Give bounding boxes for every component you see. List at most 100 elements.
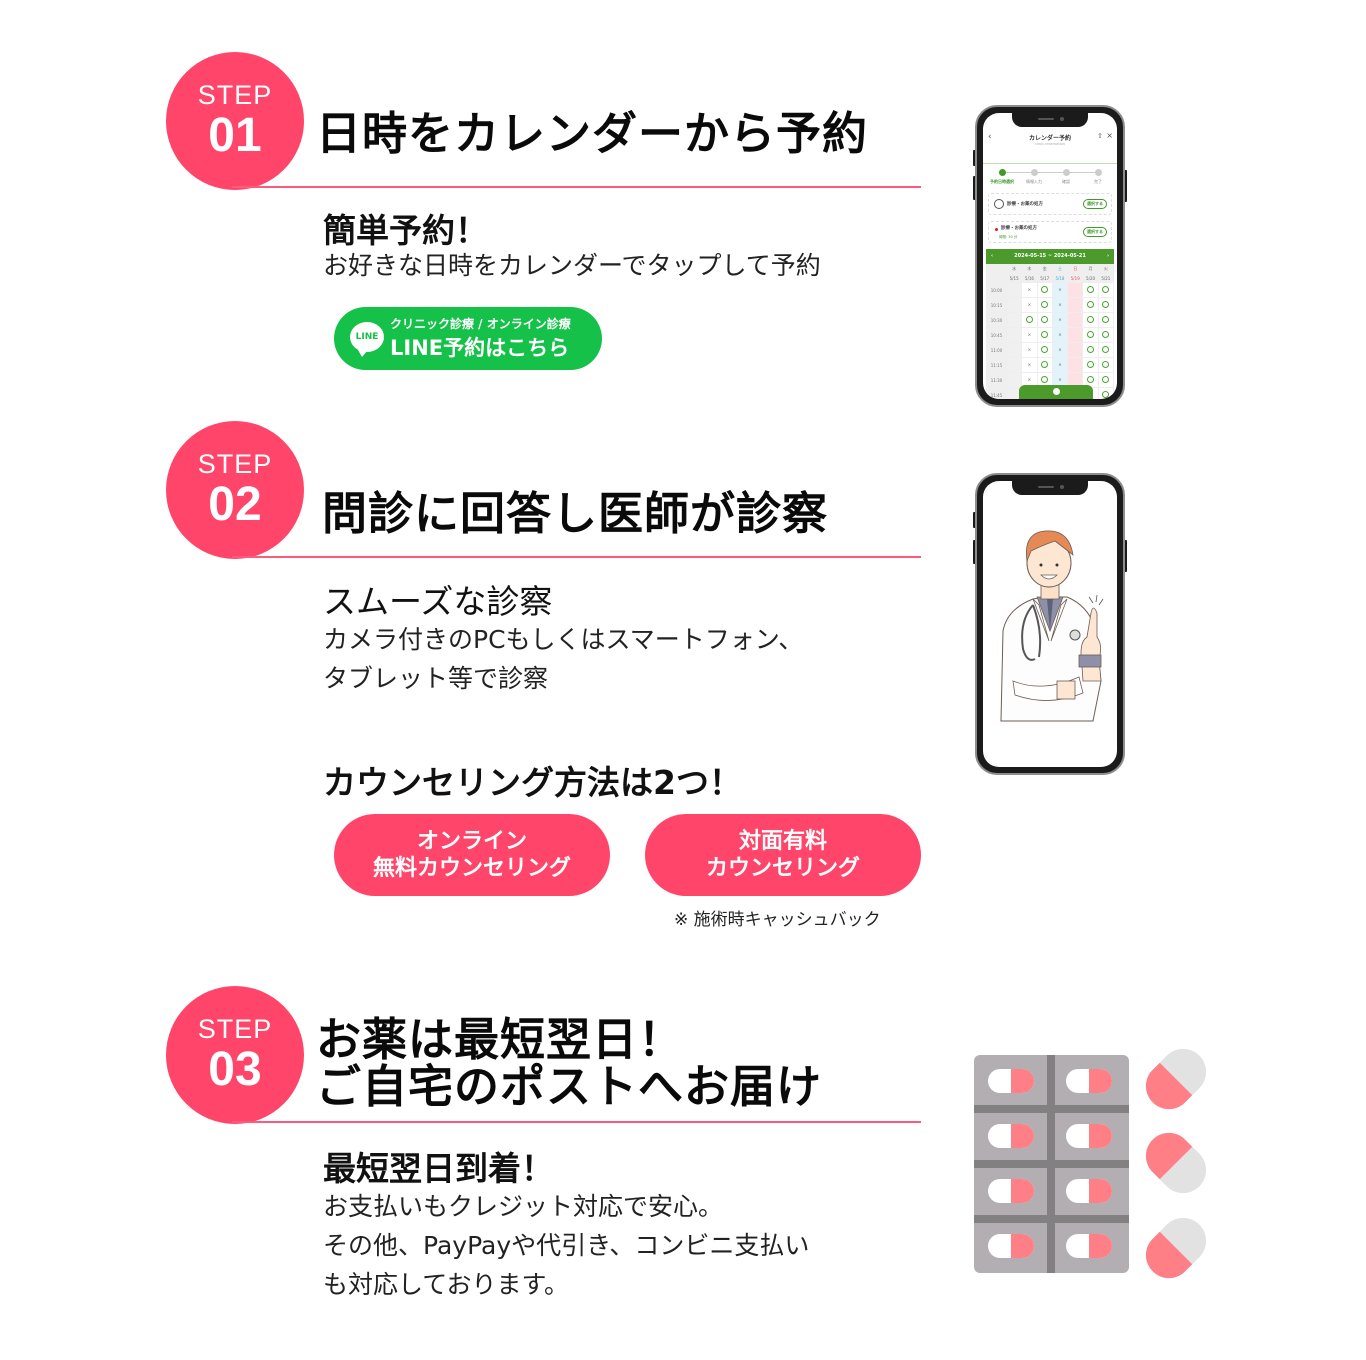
select-button[interactable]: 選択する <box>1083 227 1107 237</box>
step-03-title: お薬は最短翌日！ ご自宅のポストへお届け <box>316 1016 822 1111</box>
weekday-cell: 月 <box>1082 264 1099 274</box>
date-cell: 5/18 <box>1051 273 1069 283</box>
online-free-counseling-button[interactable]: オンライン 無料カウンセリング <box>334 814 610 896</box>
body-line: その他、PayPayや代引き、コンビニ支払い <box>323 1231 810 1260</box>
available-circle-icon <box>1102 330 1110 338</box>
available-circle-icon <box>1087 315 1095 323</box>
corner-cell <box>986 273 1007 283</box>
capsule-icon <box>1066 1124 1112 1148</box>
available-circle-icon <box>1087 345 1095 353</box>
menu-card: 診療・お薬の処方 選択する <box>988 193 1112 215</box>
available-slot[interactable] <box>1036 282 1053 298</box>
step-01-badge: STEP 01 <box>166 52 304 190</box>
available-slot[interactable] <box>1036 312 1053 328</box>
available-slot[interactable] <box>1036 297 1053 313</box>
info-button[interactable] <box>1019 385 1093 399</box>
unavailable-slot: × <box>1051 357 1069 373</box>
button-label-line: 無料カウンセリング <box>372 856 571 881</box>
capsule-icon <box>988 1179 1034 1203</box>
closed-slot <box>1067 342 1084 358</box>
available-slot[interactable] <box>1097 342 1115 358</box>
available-slot[interactable] <box>1021 312 1038 328</box>
available-slot[interactable] <box>1097 387 1115 399</box>
available-slot[interactable] <box>1097 327 1115 343</box>
title-line: ご自宅のポストへお届け <box>316 1060 823 1114</box>
capsule-icon <box>988 1069 1034 1093</box>
corner-cell <box>986 264 1007 274</box>
available-slot[interactable] <box>1036 327 1053 343</box>
date-range-bar: ‹ 2024-05-15 ~ 2024-05-21 › <box>986 249 1114 264</box>
next-week-icon[interactable]: › <box>1106 253 1109 259</box>
available-slot[interactable] <box>1082 312 1099 328</box>
available-circle-icon <box>1102 300 1110 308</box>
body-line: お好きな日時をカレンダーでタップして予約 <box>323 251 821 280</box>
available-circle-icon <box>1087 285 1095 293</box>
date-cell: 5/20 <box>1082 273 1099 283</box>
phone-screen <box>983 481 1117 767</box>
available-circle-icon <box>1087 375 1095 383</box>
available-slot[interactable] <box>1036 342 1053 358</box>
phone-side-button <box>973 540 976 564</box>
available-slot[interactable] <box>1082 342 1099 358</box>
phone-side-button <box>1124 540 1127 572</box>
button-label-line: オンライン <box>416 829 527 854</box>
slot-row: 11:30×× <box>986 372 1115 388</box>
slot-row: 10:45×× <box>986 327 1115 343</box>
available-slot[interactable] <box>1097 297 1115 313</box>
back-icon[interactable]: ‹ <box>988 132 992 142</box>
phone-notch <box>1012 113 1088 127</box>
slot-time: 10:45 <box>986 327 1007 343</box>
slot-time: 10:30 <box>986 312 1007 328</box>
title-line: お薬は最短翌日！ <box>316 1013 685 1066</box>
user-icon <box>994 199 1004 209</box>
slot-time: 11:45 <box>986 387 1007 399</box>
closed-slot <box>1067 357 1084 373</box>
phone-side-button <box>973 176 976 200</box>
capsule-icon <box>1066 1179 1112 1203</box>
body-line: カメラ付きのPCもしくはスマートフォン、 <box>323 625 804 654</box>
capsule-icon <box>988 1124 1034 1148</box>
doctor-phone-mockup <box>975 473 1125 775</box>
available-circle-icon <box>1087 330 1095 338</box>
step-02-badge: STEP 02 <box>166 421 304 559</box>
available-slot[interactable] <box>1082 357 1099 373</box>
available-slot[interactable] <box>1082 282 1099 298</box>
phone-notch <box>1012 481 1088 495</box>
prev-week-icon[interactable]: ‹ <box>991 253 994 259</box>
select-button[interactable]: 選択する <box>1083 199 1107 209</box>
app-header: ‹ カレンダー予約 clinic-reservation ⇧ × <box>983 129 1117 155</box>
available-slot[interactable] <box>1097 372 1115 388</box>
available-slot[interactable] <box>1097 282 1115 298</box>
step-word: STEP <box>197 1014 273 1044</box>
available-slot[interactable] <box>1097 357 1115 373</box>
unavailable-slot: × <box>1051 297 1069 313</box>
slot-row: 10:30× <box>986 312 1115 328</box>
unavailable-slot: × <box>1051 282 1069 298</box>
doctor-illustration <box>1000 530 1104 722</box>
unavailable-slot: × <box>1051 342 1069 358</box>
date-cell: 5/21 <box>1097 273 1115 283</box>
available-slot[interactable] <box>1036 357 1053 373</box>
available-slot[interactable] <box>1097 312 1115 328</box>
closed-slot <box>1067 282 1084 298</box>
app-title: カレンダー予約 <box>1028 135 1071 142</box>
available-circle-icon <box>1041 375 1049 383</box>
phone-side-button <box>973 150 976 166</box>
close-icon[interactable]: × <box>1106 131 1113 140</box>
share-icon[interactable]: ⇧ <box>1097 132 1103 140</box>
phone-side-button <box>1124 170 1127 202</box>
line-reservation-button[interactable]: LINE クリニック診療 / オンライン診療 LINE予約はこちら <box>334 307 602 370</box>
menu-duration: 時間: 30 分 <box>999 235 1018 239</box>
step-02-subhead: スムーズな診察 <box>323 582 553 621</box>
capsule-icon <box>1066 1234 1112 1258</box>
step-02-title: 問診に回答し医師が診察 <box>322 487 829 540</box>
line-button-main-label: LINE予約はこちら <box>390 336 570 360</box>
slot-time: 10:15 <box>986 297 1007 313</box>
slot-row: 11:00×× <box>986 342 1115 358</box>
step-01-title: 日時をカレンダーから予約 <box>316 107 869 160</box>
closed-slot <box>1005 327 1023 343</box>
in-person-paid-counseling-button[interactable]: 対面有料 カウンセリング <box>645 814 921 896</box>
available-slot[interactable] <box>1082 297 1099 313</box>
available-slot[interactable] <box>1082 327 1099 343</box>
